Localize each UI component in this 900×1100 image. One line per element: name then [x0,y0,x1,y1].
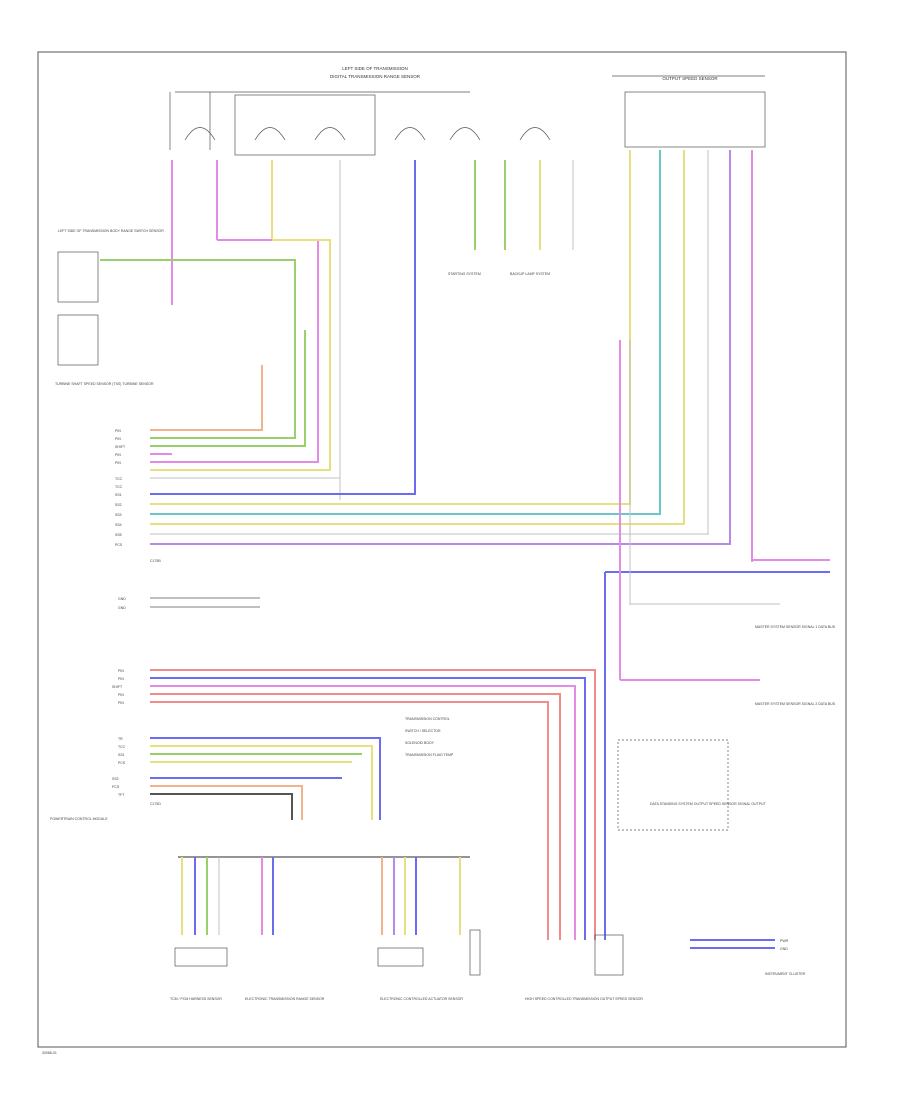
instrument-cluster-link: PWR GND [690,939,789,951]
svg-text:TRANSMISSION FLUID TEMP: TRANSMISSION FLUID TEMP [405,753,454,757]
svg-text:PIN: PIN [118,677,124,681]
svg-text:PIN: PIN [118,669,124,673]
svg-text:SS1: SS1 [115,493,122,497]
svg-text:SS4: SS4 [115,523,122,527]
svg-text:PIN: PIN [115,429,121,433]
footer-code: 30088-01 [42,1051,57,1055]
right-labels: MASTER SYSTEM SENSOR SIGNAL 1 DATA BUS M… [617,603,836,831]
backup-lamp-label: BACKUP LAMP SYSTEM [510,272,550,276]
diagram-title-line2: DIGITAL TRANSMISSION RANGE SENSOR [330,74,421,79]
pcm-wires-group-1 [100,239,830,573]
svg-text:ELECTRONIC CONTROLLED ACTUATOR: ELECTRONIC CONTROLLED ACTUATOR SENSOR [380,997,463,1001]
svg-text:SS2: SS2 [115,503,122,507]
diagram-title-line1: LEFT SIDE OF TRANSMISSION [342,66,408,71]
svg-text:TCM / PCM HARNESS SENSOR: TCM / PCM HARNESS SENSOR [170,997,222,1001]
svg-text:TFT: TFT [118,793,125,797]
svg-text:MASTER SYSTEM SENSOR SIGNAL 2: MASTER SYSTEM SENSOR SIGNAL 2 DATA BUS [755,702,836,706]
bottom-sensor-boxes [174,929,624,976]
svg-text:C175B: C175B [150,559,161,563]
svg-text:MASTER SYSTEM SENSOR SIGNAL 1: MASTER SYSTEM SENSOR SIGNAL 1 DATA BUS [755,625,836,629]
svg-text:PCS: PCS [112,785,120,789]
diagram-frame [37,51,847,1048]
svg-text:TCC: TCC [115,477,123,481]
pcm-note: TRANSMISSION CONTROL SWITCH / SELECTOR S… [405,717,454,757]
svg-text:TRANSMISSION CONTROL: TRANSMISSION CONTROL [405,717,450,721]
svg-text:SS3: SS3 [115,513,122,517]
svg-text:PIN: PIN [115,453,121,457]
svg-text:PIN: PIN [118,701,124,705]
svg-text:PIN: PIN [115,437,121,441]
left-sensor-labels: LEFT SIDE OF TRANSMISSION BODY RANGE SWI… [55,229,164,386]
svg-text:PWR: PWR [780,939,789,943]
svg-text:LEFT SIDE OF TRANSMISSION BODY: LEFT SIDE OF TRANSMISSION BODY RANGE SWI… [58,229,164,233]
svg-text:SS2: SS2 [112,777,119,781]
pcm-pin-labels-4: TR TCC SS1 PCS SS2 PCS TFT C175D [112,737,161,806]
svg-text:SWITCH / SELECTOR: SWITCH / SELECTOR [405,729,441,733]
svg-text:TCC: TCC [115,485,123,489]
svg-text:GND: GND [118,606,126,610]
svg-text:PIN: PIN [115,461,121,465]
svg-text:DATA STANDING SYSTEM OUTPUT SP: DATA STANDING SYSTEM OUTPUT SPEED SENSOR… [650,802,767,806]
output-speed-sensor-title: OUTPUT SPEED SENSOR [662,76,718,81]
svg-text:TURBINE SHAFT SPEED SENSOR (TS: TURBINE SHAFT SPEED SENSOR (TSS) TURBINE… [55,382,154,386]
pcm-pin-labels-1: PIN PIN SHIFT PIN PIN TCC TCC SS1 SS2 SS… [115,429,161,563]
pcm-wires-group-3 [150,669,596,940]
svg-text:GND: GND [118,597,126,601]
output-speed-sensor-box [624,91,766,148]
pcm-wires-group-4 [150,737,381,820]
svg-text:SHIFT: SHIFT [112,685,123,689]
svg-text:SS1: SS1 [118,753,125,757]
svg-text:TR: TR [118,737,123,741]
range-sensor-switches [169,92,551,156]
pcm-pin-labels-3: PIN PIN SHIFT PIN PIN [112,669,124,705]
svg-text:HIGH SPEED CONTROLLED TRANSMIS: HIGH SPEED CONTROLLED TRANSMISSION OUTPU… [525,997,643,1001]
svg-text:SOLENOID BODY: SOLENOID BODY [405,741,435,745]
middle-vertical-wires [604,340,631,940]
pcm-caption: POWERTRAIN CONTROL MODULE [50,817,108,821]
bottom-labels: TCM / PCM HARNESS SENSOR ELECTRONIC TRAN… [170,972,806,1001]
svg-text:GND: GND [780,947,788,951]
svg-text:PIN: PIN [118,693,124,697]
pcm-ground-group: GND GND [118,597,260,610]
svg-text:ELECTRONIC TRANSMISSION RANGE: ELECTRONIC TRANSMISSION RANGE SENSOR [245,997,325,1001]
svg-text:INSTRUMENT CLUSTER: INSTRUMENT CLUSTER [765,972,806,976]
svg-text:PCS: PCS [118,761,126,765]
svg-text:PCS: PCS [115,543,123,547]
svg-text:C175D: C175D [150,802,161,806]
svg-text:TCC: TCC [118,745,126,749]
top-vertical-wires [171,150,753,562]
svg-text:SS5: SS5 [115,533,122,537]
starting-system-label: STARTING SYSTEM [448,272,481,276]
bottom-sensor-wires [181,857,461,935]
svg-text:SHIFT: SHIFT [115,445,126,449]
